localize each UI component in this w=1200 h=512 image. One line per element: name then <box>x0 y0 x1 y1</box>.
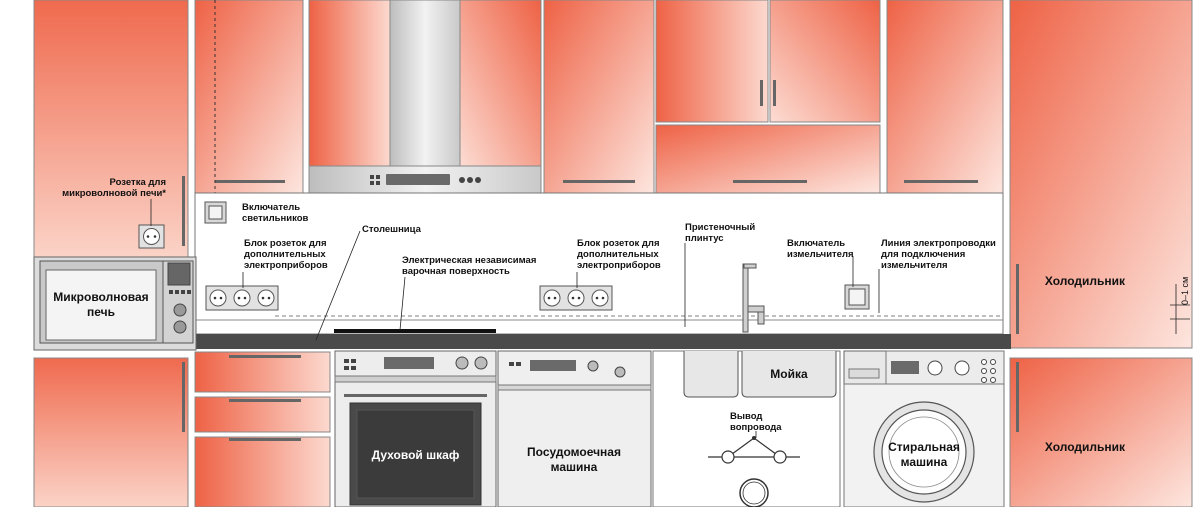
upper-cabinet-1 <box>194 0 304 194</box>
switch-icon[interactable] <box>204 201 227 224</box>
socket-icon <box>591 289 609 307</box>
fridge-top-label: Холодильник <box>1044 274 1126 288</box>
socket-block-right-label: Блок розеток для дополнительных электроп… <box>577 238 661 271</box>
socket-block-left[interactable] <box>205 285 279 311</box>
fridge-column-lower <box>1009 357 1193 508</box>
socket-icon <box>233 289 251 307</box>
oven-label: Духовой шкаф <box>371 448 460 462</box>
left-tall-cabinet-lower <box>33 357 189 508</box>
upper-cabinet-4 <box>543 0 655 194</box>
knob-icon <box>587 360 599 372</box>
hob-label: Электрическая независимая варочная повер… <box>402 255 537 277</box>
socket-icon <box>209 289 227 307</box>
hood-chimney <box>389 0 461 167</box>
skirting-label: Пристеночный плинтус <box>685 222 756 244</box>
handle <box>773 80 776 106</box>
sink-cabinet <box>652 350 841 508</box>
upper-cabinets <box>33 0 1193 349</box>
handle <box>215 180 285 183</box>
dishwasher <box>497 350 652 508</box>
drain-label: Вывод вопровода <box>730 411 782 433</box>
fridge-bottom-label: Холодильник <box>1044 440 1126 454</box>
tap-icon <box>742 263 765 333</box>
sink-label: Мойка <box>770 367 808 381</box>
knob-icon <box>614 366 626 378</box>
switch-icon[interactable] <box>844 284 870 310</box>
washing-machine <box>843 350 1005 508</box>
handle <box>904 180 978 183</box>
drawer-2 <box>194 396 331 433</box>
hob-surface <box>334 329 496 333</box>
light-switch-label: Включатель светильников <box>242 202 309 224</box>
knob-icon <box>455 356 469 370</box>
upper-cabinet-5a <box>655 0 769 123</box>
drawer-3 <box>194 436 331 508</box>
handle <box>563 180 635 183</box>
drawer-1 <box>194 351 331 393</box>
socket-block-left-label: Блок розеток для дополнительных электроп… <box>244 238 328 271</box>
knob-icon <box>173 320 187 334</box>
socket-icon[interactable] <box>138 224 165 249</box>
handle <box>733 180 807 183</box>
upper-cabinet-5b <box>769 0 881 123</box>
microwave-socket-label: Розетка для микроволновой печи* <box>62 177 166 199</box>
upper-cabinet-3 <box>459 0 542 167</box>
leader-lines <box>150 199 1190 438</box>
socket-icon <box>257 289 275 307</box>
countertop-label: Столешница <box>362 224 421 235</box>
grinder-line-label: Линия электропроводки для подключения из… <box>881 238 996 271</box>
range-hood <box>308 165 542 194</box>
knob-icon <box>954 360 970 376</box>
handle <box>760 80 763 106</box>
washer-label: Стиральная машина <box>888 440 960 469</box>
knob-icon <box>173 303 187 317</box>
fridge-column-upper <box>1009 0 1193 349</box>
lower-cabinets <box>33 351 1193 508</box>
drum-icon <box>873 401 975 503</box>
drain-valve <box>721 450 735 464</box>
oven <box>334 350 497 508</box>
socket-icon <box>567 289 585 307</box>
countertop <box>195 334 1011 349</box>
grinder-switch-label: Включатель измельчителя <box>787 238 854 260</box>
left-tall-cabinet-upper <box>33 0 189 258</box>
drain-valve <box>773 450 787 464</box>
knob-icon <box>474 356 488 370</box>
socket-block-right[interactable] <box>539 285 613 311</box>
upper-cabinet-2 <box>308 0 391 167</box>
socket-icon <box>543 289 561 307</box>
microwave <box>39 260 194 344</box>
dishwasher-label: Посудомоечная машина <box>527 445 621 474</box>
microwave-label: Микроволновая печь <box>53 290 149 319</box>
upper-cabinet-7 <box>886 0 1004 194</box>
handle <box>1016 264 1019 334</box>
knob-icon <box>927 360 943 376</box>
dimension-label: 0–1 см <box>1180 276 1190 305</box>
handle <box>182 176 185 246</box>
